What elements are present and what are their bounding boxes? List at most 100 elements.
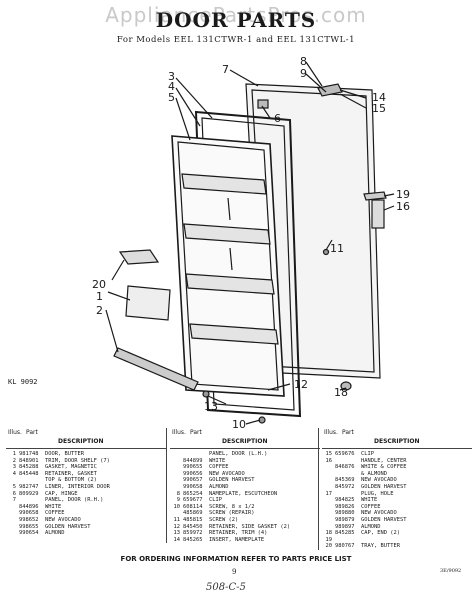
part-number: 984825 (335, 497, 355, 504)
part-description: GOLDEN HARVEST (45, 523, 91, 530)
part-description: DOOR, BUTTER (45, 451, 84, 457)
illus-number: 6 (12, 490, 16, 497)
callout-20: 20 (92, 278, 106, 291)
illus-number (170, 471, 180, 478)
illus-number: 20 (325, 543, 333, 550)
part-description: COFFEE (45, 510, 65, 517)
part-number: 990657 (183, 477, 203, 484)
part-number: 989880 (335, 510, 355, 517)
illus-number (322, 477, 332, 484)
illus-number (170, 510, 180, 517)
table-header: Illus. Part DESCRIPTION (170, 428, 320, 449)
table-row: 19 (322, 537, 472, 544)
part-number: 485815 (183, 516, 203, 523)
part-number: 846876 (335, 464, 355, 471)
part-description: ALMOND (45, 530, 65, 537)
callout-7: 7 (222, 63, 229, 76)
part-number: 989879 (335, 516, 355, 523)
part-number: 809929 (19, 490, 39, 497)
part-description: TRAY, BUTTER (361, 543, 400, 550)
part-description: PLUG, HOLE (361, 490, 394, 497)
illus-number (6, 517, 16, 524)
callout-16: 16 (396, 200, 410, 213)
part-number: 989826 (335, 503, 355, 510)
table-header: Illus. Part DESCRIPTION (322, 428, 472, 449)
part-description: ALMOND (209, 483, 229, 490)
screw-shape (202, 390, 210, 398)
callout-11: 11 (330, 242, 344, 255)
part-description: ALMOND (361, 523, 381, 530)
header-description: DESCRIPTION (222, 438, 268, 445)
part-number (19, 477, 45, 484)
illus-number: 16 (325, 457, 333, 464)
part-description: & ALMOND (361, 470, 387, 477)
part-description: RETAINER, TRIM (4) (209, 530, 268, 537)
part-number: 865254 (183, 490, 203, 497)
illus-number: 12 (173, 523, 181, 530)
part-number: 845288 (19, 464, 39, 471)
part-description: SCREW, 8 x 1/2 (209, 503, 255, 510)
illus-number: 19 (325, 536, 333, 543)
part-description: HANDLE, CENTER (361, 457, 407, 464)
callout-18: 18 (334, 386, 348, 399)
exploded-door-diagram: 3 4 5 6 7 8 9 14 15 19 16 11 12 13 10 18… (92, 55, 410, 428)
diagram-code: KL 9092 (8, 378, 38, 386)
part-description: WHITE (45, 503, 62, 510)
header-description: DESCRIPTION (58, 438, 104, 445)
part-number: 990654 (19, 530, 39, 537)
part-description: CLIP (361, 451, 374, 457)
part-number: 845369 (335, 477, 355, 484)
illus-number: 17 (325, 490, 333, 497)
illus-number (170, 458, 180, 465)
part-number: 845265 (183, 536, 203, 543)
nameplate-shape (317, 83, 343, 97)
illus-number: 11 (173, 516, 181, 523)
part-description: LINER, INTERIOR DOOR (45, 483, 110, 490)
part-description: CAP, END (2) (361, 530, 400, 537)
illus-number (322, 504, 332, 511)
part-description: TRIM, DOOR SHELF (7) (45, 457, 110, 464)
illus-number: 7 (12, 497, 16, 504)
part-description: NEW AVOCADO (209, 470, 245, 477)
illus-number (170, 451, 180, 458)
callout-5: 5 (168, 91, 175, 104)
part-number: 485869 (183, 510, 203, 517)
part-number: 982747 (19, 483, 39, 490)
illus-number: 5 (12, 483, 16, 490)
ordering-note: FOR ORDERING INFORMATION REFER TO PARTS … (120, 555, 352, 563)
illus-number: 3 (12, 464, 16, 471)
illus-number (6, 510, 16, 517)
callout-19: 19 (396, 188, 410, 201)
illus-number (322, 497, 332, 504)
part-number: 989897 (335, 523, 355, 530)
callout-13: 13 (204, 400, 218, 413)
callout-6: 6 (274, 112, 281, 125)
watermark: AppliancePartsPros.com (105, 3, 367, 27)
part-description: CLIP (209, 497, 222, 504)
part-number: 659677 (183, 497, 203, 504)
illus-number (170, 477, 180, 484)
callout-10: 10 (232, 418, 246, 428)
part-number (183, 451, 209, 458)
part-description: GOLDEN HARVEST (361, 483, 407, 490)
